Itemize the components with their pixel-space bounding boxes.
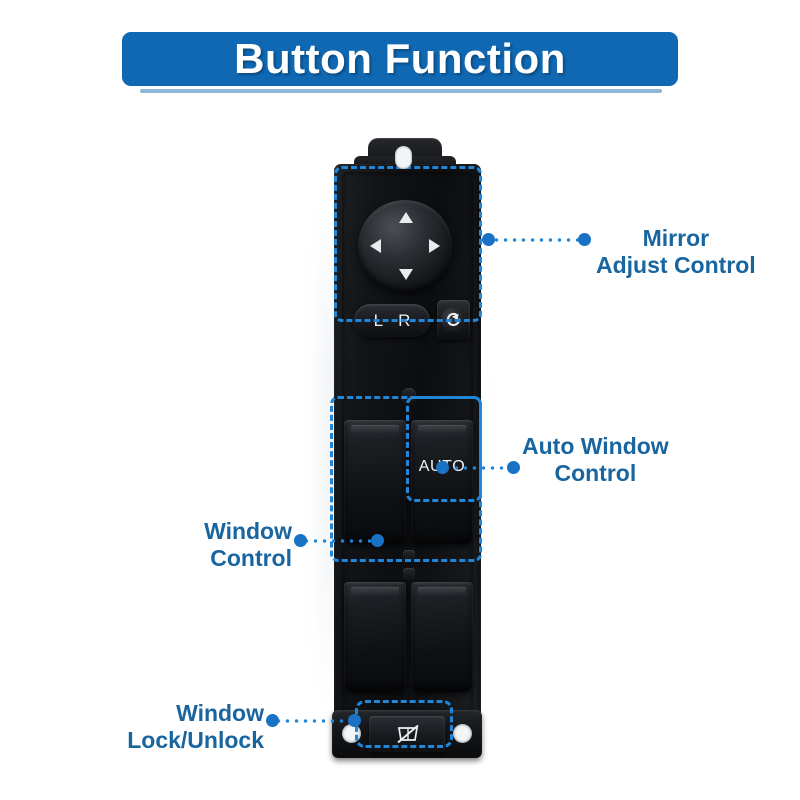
leader-dot-mirror-adjust-end bbox=[578, 233, 591, 246]
mounting-screw-hole bbox=[395, 146, 412, 169]
mirror-adjust-joystick[interactable] bbox=[358, 200, 452, 292]
leader-line-window-control bbox=[302, 539, 374, 543]
panel-divider-nub bbox=[403, 550, 415, 563]
leader-dot-mirror-adjust-start bbox=[482, 233, 495, 246]
mirror-right-label: R bbox=[398, 310, 411, 330]
arrow-up-icon bbox=[399, 212, 413, 223]
mirror-fold-icon bbox=[441, 307, 466, 332]
window-rocker-auto[interactable]: AUTO bbox=[411, 420, 473, 544]
arrow-left-icon bbox=[370, 239, 381, 253]
window-lock-crossed-icon bbox=[395, 723, 421, 745]
leader-line-window-lock bbox=[274, 719, 352, 723]
mounting-screw-hole bbox=[453, 724, 472, 743]
leader-line-auto-window bbox=[452, 466, 512, 470]
window-rocker-driver[interactable] bbox=[344, 420, 406, 544]
mirror-left-label: L bbox=[373, 310, 384, 330]
switch-panel-body: L R AUTO bbox=[334, 164, 481, 724]
page-title: Button Function bbox=[234, 35, 566, 82]
callout-label-window-lock-unlock: Window Lock/Unlock bbox=[127, 700, 264, 754]
callout-label-mirror-adjust-control: Mirror Adjust Control bbox=[596, 225, 756, 279]
switch-panel-illustration: L R AUTO bbox=[316, 138, 488, 758]
arrow-down-icon bbox=[399, 269, 413, 280]
panel-divider-nub bbox=[403, 568, 415, 581]
leader-dot-window-lock-end bbox=[266, 714, 279, 727]
leader-dot-window-control-start bbox=[371, 534, 384, 547]
leader-dot-window-control-end bbox=[294, 534, 307, 547]
banner-underline-divider bbox=[140, 89, 662, 93]
leader-dot-auto-window-start bbox=[436, 461, 449, 474]
panel-divider-nub bbox=[402, 388, 416, 406]
window-rocker-rear-right[interactable] bbox=[411, 582, 473, 692]
leader-dot-window-lock-start bbox=[348, 714, 361, 727]
window-lock-button[interactable] bbox=[369, 716, 445, 752]
mirror-fold-button[interactable] bbox=[437, 300, 470, 340]
callout-label-auto-window-control: Auto Window Control bbox=[522, 433, 669, 487]
arrow-right-icon bbox=[429, 239, 440, 253]
leader-dot-auto-window-end bbox=[507, 461, 520, 474]
mirror-side-selector[interactable]: L R bbox=[354, 304, 430, 337]
window-rocker-rear-left[interactable] bbox=[344, 582, 406, 692]
callout-label-window-control: Window Control bbox=[204, 518, 292, 572]
page-title-banner: Button Function bbox=[122, 32, 678, 86]
leader-line-mirror-adjust bbox=[492, 238, 584, 242]
mounting-screw-hole bbox=[342, 724, 361, 743]
